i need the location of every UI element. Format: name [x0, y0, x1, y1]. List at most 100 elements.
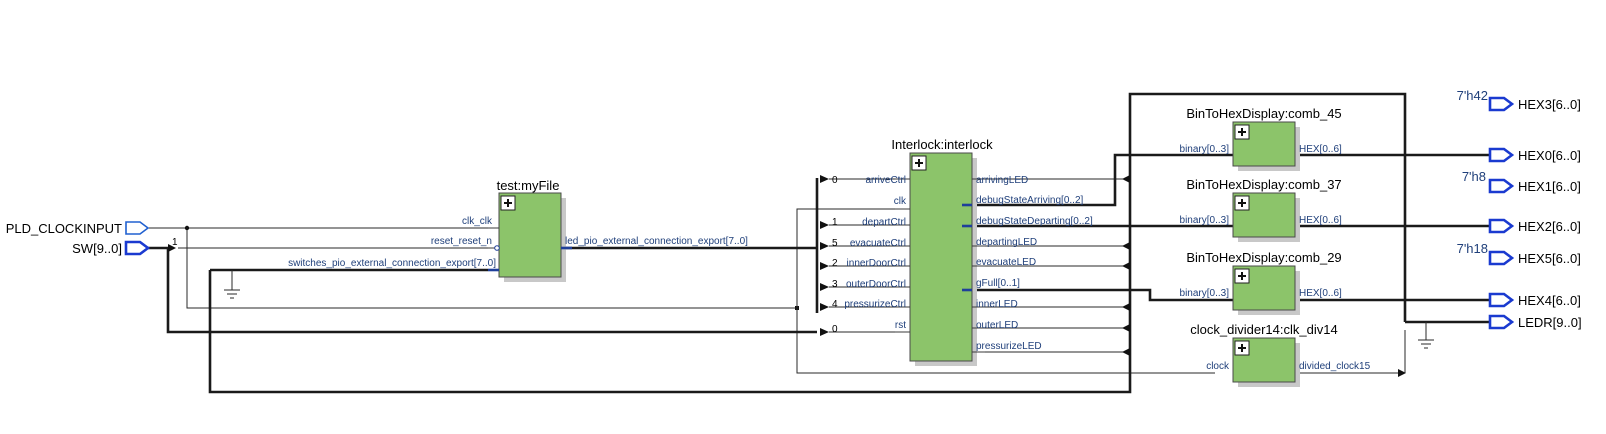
output-label: HEX3[6..0]	[1518, 97, 1581, 112]
port-clk: clk	[894, 196, 907, 207]
port-gfull: gFull[0..1]	[976, 278, 1020, 289]
output-port-ledr[interactable]: LEDR[9..0]	[1488, 314, 1582, 330]
module-title: BinToHexDisplay:comb_29	[1186, 250, 1341, 265]
bus-tap-arrow	[820, 175, 829, 183]
wire-interlock-inputs	[829, 178, 895, 333]
bit-index: 1	[832, 217, 838, 228]
expand-icon[interactable]	[1234, 195, 1250, 211]
module-interlock[interactable]: Interlock:interlock arriveCtrl clk depar…	[832, 137, 1093, 366]
module-title: BinToHexDisplay:comb_37	[1186, 177, 1341, 192]
port-divided-clock: divided_clock15	[1299, 361, 1371, 372]
input-port-pld-clockinput[interactable]: PLD_CLOCKINPUT	[6, 221, 150, 236]
port-clk-clk: clk_clk	[462, 216, 493, 227]
wire-sw-rst-bus[interactable]	[166, 248, 817, 334]
ground-icon	[224, 289, 240, 299]
port-binary: binary[0..3]	[1180, 288, 1230, 299]
module-clkdiv[interactable]: clock_divider14:clk_div14 clock divided_…	[1190, 322, 1371, 387]
bus-tap-arrow	[820, 328, 829, 336]
wires	[148, 92, 1490, 394]
output-label: LEDR[9..0]	[1518, 315, 1582, 330]
port-binary: binary[0..3]	[1180, 215, 1230, 226]
port-arrivectrl: arriveCtrl	[865, 175, 906, 186]
module-title: BinToHexDisplay:comb_45	[1186, 106, 1341, 121]
module-title: test:myFile	[497, 178, 560, 193]
bus-tap-arrow	[1398, 369, 1406, 377]
output-label: HEX2[6..0]	[1518, 219, 1581, 234]
expand-icon[interactable]	[1234, 124, 1250, 140]
module-comb29[interactable]: BinToHexDisplay:comb_29 binary[0..3] HEX…	[1180, 250, 1343, 315]
port-switches: switches_pio_external_connection_export[…	[288, 258, 496, 269]
bus-tap-arrow	[1122, 175, 1130, 183]
output-port-hex1[interactable]: 7'h8 HEX1[6..0]	[1462, 169, 1581, 194]
wire-gfull-bus[interactable]	[965, 288, 1243, 302]
input-label: SW[9..0]	[72, 241, 122, 256]
port-arrivingled: arrivingLED	[976, 175, 1028, 186]
bit-index: 3	[832, 279, 838, 290]
bit-index: 0	[832, 175, 838, 186]
bus-tap-arrow	[820, 242, 829, 250]
output-label: HEX5[6..0]	[1518, 251, 1581, 266]
ground-icon	[1418, 339, 1434, 349]
port-pressurizeled: pressurizeLED	[976, 341, 1042, 352]
module-comb45[interactable]: BinToHexDisplay:comb_45 binary[0..3] HEX…	[1180, 106, 1343, 171]
bus-tap-arrow	[168, 244, 176, 252]
expand-icon[interactable]	[1234, 268, 1250, 284]
wire-feedback-bus[interactable]	[208, 92, 1407, 394]
output-label: HEX0[6..0]	[1518, 148, 1581, 163]
wire-interlock-leds[interactable]	[975, 245, 1130, 353]
constant-value: 7'h8	[1462, 169, 1486, 184]
bit-index: 2	[832, 258, 838, 269]
module-title: Interlock:interlock	[891, 137, 993, 152]
output-port-hex0[interactable]: HEX0[6..0]	[1488, 147, 1581, 163]
output-port-hex3[interactable]: 7'h42 HEX3[6..0]	[1457, 88, 1581, 112]
port-clock: clock	[1206, 361, 1230, 372]
bit-index: 0	[832, 324, 838, 335]
module-body	[909, 152, 973, 362]
port-evacuateled: evacuateLED	[976, 257, 1036, 268]
input-label: PLD_CLOCKINPUT	[6, 221, 122, 236]
wire-clock-to-divider[interactable]	[796, 209, 1215, 374]
bit-index: 4	[832, 299, 838, 310]
module-myfile[interactable]: test:myFile clk_clk reset_reset_n switch…	[288, 178, 748, 282]
output-label: HEX4[6..0]	[1518, 293, 1581, 308]
port-innerdoorctrl: innerDoorCtrl	[847, 258, 906, 269]
wire-debug-arriving-bus[interactable]	[965, 153, 1243, 207]
expand-icon[interactable]	[1234, 340, 1250, 356]
port-outerled: outerLED	[976, 320, 1018, 331]
port-led-pio: led_pio_external_connection_export[7..0]	[565, 236, 748, 247]
bit-index: 5	[832, 238, 838, 249]
bus-tap-arrow	[820, 283, 829, 291]
port-evacuatectrl: evacuateCtrl	[850, 238, 906, 249]
port-innerled: innerLED	[976, 299, 1018, 310]
bus-tap-arrow	[820, 221, 829, 229]
wire-clock-to-interlock[interactable]	[186, 228, 797, 309]
output-port-hex4[interactable]: HEX4[6..0]	[1488, 292, 1581, 308]
bus-tap-arrow	[1122, 262, 1130, 270]
bit-index: 1	[172, 237, 178, 248]
port-hex: HEX[0..6]	[1299, 144, 1342, 155]
bus-tap-arrow	[1122, 324, 1130, 332]
port-rst: rst	[895, 320, 906, 331]
constant-value: 7'h42	[1457, 88, 1488, 103]
output-port-hex5[interactable]: 7'h18 HEX5[6..0]	[1457, 241, 1581, 266]
port-departingled: departingLED	[976, 237, 1037, 248]
expand-icon[interactable]	[500, 195, 516, 211]
port-hex: HEX[0..6]	[1299, 288, 1342, 299]
port-hex: HEX[0..6]	[1299, 215, 1342, 226]
bus-tap-arrow	[820, 303, 829, 311]
bus-tap-arrow	[1122, 303, 1130, 311]
module-comb37[interactable]: BinToHexDisplay:comb_37 binary[0..3] HEX…	[1180, 177, 1343, 242]
input-port-sw[interactable]: SW[9..0] 1	[72, 237, 178, 256]
port-reset-reset-n: reset_reset_n	[431, 236, 492, 247]
constant-value: 7'h18	[1457, 241, 1488, 256]
port-binary: binary[0..3]	[1180, 144, 1230, 155]
module-title: clock_divider14:clk_div14	[1190, 322, 1337, 337]
port-pressurizectrl: pressurizeCtrl	[844, 299, 906, 310]
expand-icon[interactable]	[911, 155, 927, 171]
port-debugstatedeparting: debugStateDeparting[0..2]	[976, 216, 1093, 227]
junction-dot	[184, 225, 190, 231]
output-port-hex2[interactable]: HEX2[6..0]	[1488, 218, 1581, 234]
output-label: HEX1[6..0]	[1518, 179, 1581, 194]
port-departctrl: departCtrl	[862, 217, 906, 228]
